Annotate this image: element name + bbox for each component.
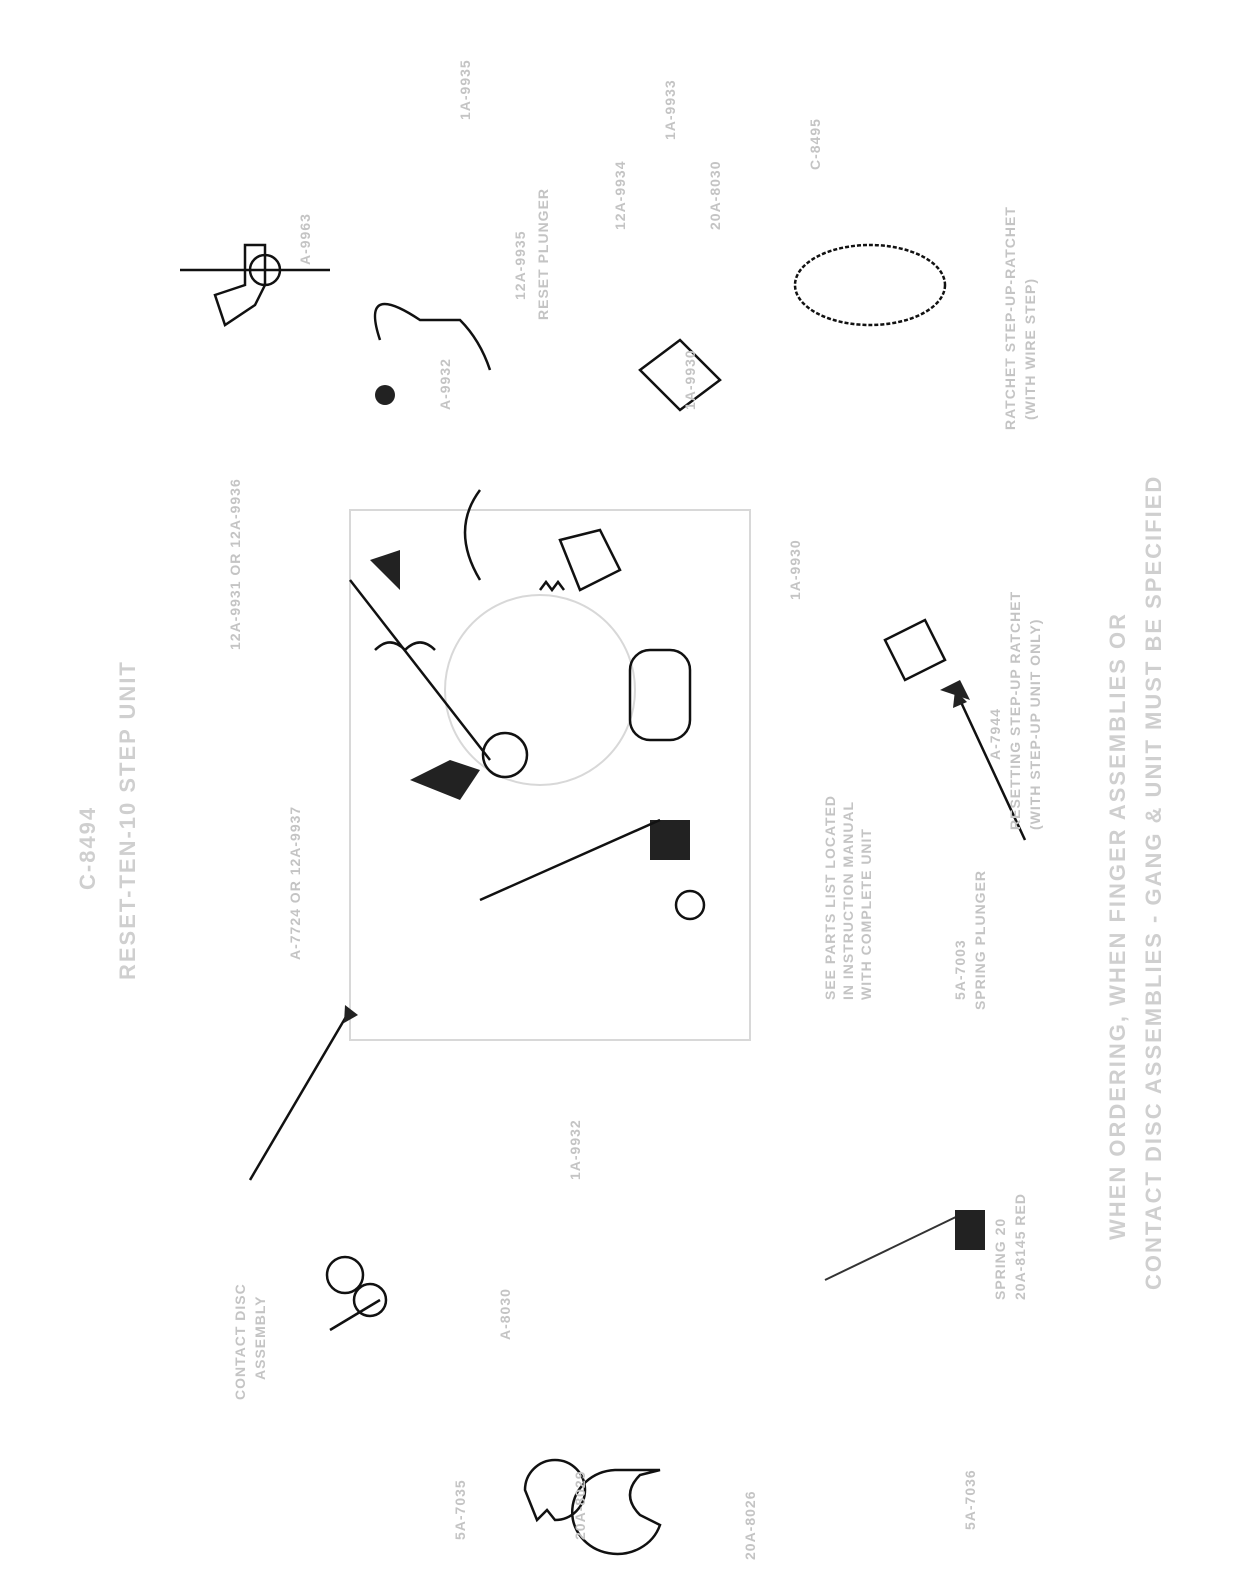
label: 12A-9931 OR 12A-9936	[227, 478, 243, 650]
label: WITH COMPLETE UNIT	[858, 828, 874, 1000]
label: 20A-8029	[572, 1471, 588, 1541]
e-clip-large	[571, 1468, 662, 1556]
hook-lever-part	[373, 302, 492, 371]
reset-unit-assembly	[349, 489, 751, 1041]
label: ASSEMBLY	[252, 1295, 268, 1380]
arrow-left	[248, 1009, 352, 1181]
label: 5A-7003	[952, 939, 968, 1000]
label: SPRING PLUNGER	[972, 870, 988, 1010]
label: (WITH WIRE STEP)	[1022, 278, 1038, 420]
part-labels: A-9963 1A-9935 12A-9935 RESET PLUNGER 12…	[227, 59, 1043, 1560]
label: SEE PARTS LIST LOCATED	[822, 795, 838, 1000]
label: 12A-9935	[512, 231, 528, 301]
label: (WITH STEP-UP UNIT ONLY)	[1027, 619, 1043, 830]
spring-part	[824, 1214, 961, 1281]
step-up-bracket	[883, 618, 947, 682]
e-clip-small	[523, 1458, 587, 1523]
label: 5A-7036	[962, 1469, 978, 1530]
label: 1A-9935	[457, 59, 473, 120]
label: 1A-9932	[567, 1119, 583, 1180]
label: A-7944	[987, 708, 1003, 760]
label: 20A-8145 RED	[1012, 1193, 1028, 1300]
label: 5A-7035	[452, 1479, 468, 1540]
arrow-right	[958, 699, 1027, 841]
lever-part	[213, 243, 267, 327]
label: SPRING 20	[992, 1218, 1008, 1300]
label: 20A-8026	[742, 1491, 758, 1561]
label: RATCHET STEP-UP-RATCHET	[1002, 206, 1018, 430]
label: 1A-9930	[787, 539, 803, 600]
label: A-9932	[437, 358, 453, 410]
label: 20A-8030	[707, 161, 723, 231]
label: C-8495	[807, 118, 823, 170]
label: 12A-9934	[612, 161, 628, 231]
label: CONTACT DISC	[232, 1283, 248, 1400]
ordering-note-line1: WHEN ORDERING, WHEN FINGER ASSEMBLIES OR	[1105, 612, 1130, 1240]
label: A-8030	[497, 1288, 513, 1340]
label: RESET PLUNGER	[535, 188, 551, 320]
diagram-title: RESET-TEN-10 STEP UNIT	[115, 660, 140, 980]
bracket-part	[638, 338, 722, 412]
label: 1A-9933	[662, 79, 678, 140]
label: RESETTING STEP-UP RATCHET	[1007, 591, 1023, 830]
label: IN INSTRUCTION MANUAL	[840, 801, 856, 1000]
diagram-part-number: C-8494	[75, 806, 100, 890]
label: A-9963	[297, 213, 313, 265]
ordering-note-line2: CONTACT DISC ASSEMBLIES - GANG & UNIT MU…	[1141, 475, 1166, 1290]
contact-disc-part	[325, 1255, 365, 1295]
ratchet-gear	[793, 243, 947, 327]
label: A-7724 OR 12A-9937	[287, 806, 303, 960]
label: 1A-9930	[682, 349, 698, 410]
